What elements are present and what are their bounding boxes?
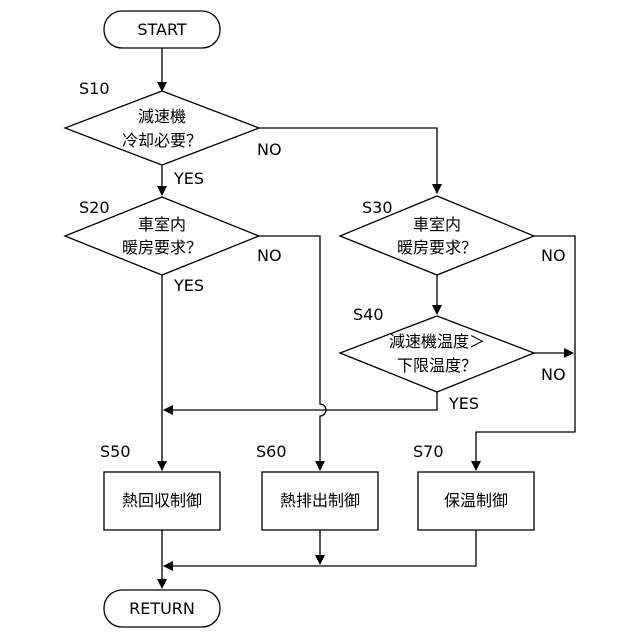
- return-label: RETURN: [129, 599, 195, 618]
- s30-no-label: NO: [541, 246, 566, 265]
- s10-no-label: NO: [257, 140, 282, 159]
- s40-no-label: NO: [541, 365, 566, 384]
- process-s50-label: 熱回収制御: [122, 491, 202, 510]
- step-id-s10: S10: [79, 79, 110, 98]
- s10-yes-label: YES: [173, 169, 204, 188]
- decision-s30-line1: 車室内: [413, 215, 461, 234]
- step-id-s50: S50: [100, 442, 131, 461]
- step-id-s40: S40: [353, 305, 384, 324]
- process-s60-label: 熱排出制御: [280, 491, 360, 510]
- decision-s10-line2: 冷却必要？: [122, 131, 202, 150]
- step-id-s20: S20: [79, 198, 110, 217]
- decision-s40: [340, 316, 534, 392]
- process-s70-label: 保温制御: [444, 491, 508, 510]
- step-id-s60: S60: [256, 442, 287, 461]
- decision-s30-line2: 暖房要求？: [397, 238, 477, 257]
- s20-no-label: NO: [257, 246, 282, 265]
- decision-s20-line2: 暖房要求？: [122, 238, 202, 257]
- decision-s40-line1: 減速機温度＞: [389, 332, 485, 351]
- step-id-s70: S70: [413, 442, 444, 461]
- decision-s20-line1: 車室内: [138, 215, 186, 234]
- connector-s10-no: [259, 128, 437, 193]
- s40-yes-label: YES: [448, 394, 479, 413]
- step-id-s30: S30: [362, 198, 393, 217]
- s20-yes-label: YES: [173, 276, 204, 295]
- connector-s20-no: [259, 236, 326, 470]
- start-label: START: [137, 20, 187, 39]
- decision-s10-line1: 減速機: [138, 107, 186, 126]
- decision-s10: [65, 91, 259, 165]
- connector-s40-yes: [164, 392, 437, 410]
- decision-s40-line2: 下限温度？: [397, 356, 477, 375]
